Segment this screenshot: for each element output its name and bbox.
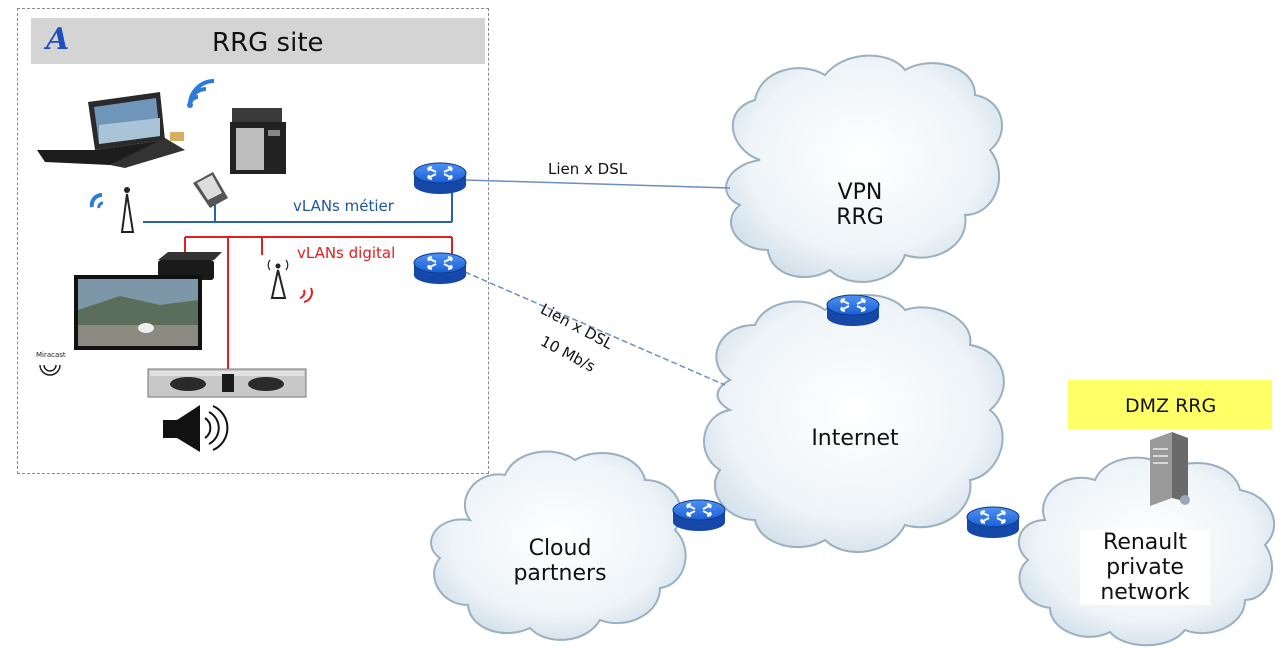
site-header bbox=[31, 18, 485, 64]
dmz-label: DMZ RRG bbox=[1125, 395, 1217, 417]
miracast-icon bbox=[36, 348, 62, 376]
renault-network-label: Renault private network bbox=[1080, 530, 1210, 605]
router-icon bbox=[826, 294, 880, 327]
cloud-partners-label: Cloud partners bbox=[513, 536, 607, 586]
vlan-metier-lines bbox=[143, 190, 453, 223]
speaker-icon bbox=[163, 405, 229, 452]
dsl-link-internet bbox=[464, 271, 726, 386]
vlan-digital-label: vLANs digital bbox=[297, 244, 396, 262]
vpn-cloud-label: VPN RRG bbox=[836, 180, 884, 230]
payment-terminal-icon bbox=[193, 172, 228, 208]
router-icon bbox=[672, 499, 726, 532]
cloud-partners-cloud bbox=[430, 450, 687, 641]
server-icon bbox=[1150, 432, 1190, 506]
amplifier-icon bbox=[147, 368, 307, 398]
dsl-link-label-top: Lien x DSL bbox=[548, 160, 628, 178]
internet-cloud bbox=[703, 294, 1005, 553]
wireless-antenna-icon bbox=[267, 259, 313, 303]
site-title: RRG site bbox=[212, 28, 324, 58]
vlan-metier-label: vLANs métier bbox=[293, 197, 394, 215]
internet-cloud-label: Internet bbox=[811, 426, 899, 451]
vpn-cloud bbox=[725, 54, 1003, 283]
laptop-icon bbox=[37, 92, 185, 168]
miracast-label: Miracast bbox=[36, 351, 66, 359]
badge-icon bbox=[170, 132, 184, 141]
dsl-link-vpn bbox=[464, 179, 731, 189]
printer-icon bbox=[230, 108, 286, 174]
dmz-box bbox=[1068, 380, 1272, 429]
rrg-site-boundary bbox=[17, 8, 489, 474]
display-screen-icon bbox=[74, 275, 202, 350]
router-icon bbox=[966, 506, 1020, 539]
alpine-logo: A bbox=[46, 22, 70, 57]
wifi-antenna-icon bbox=[89, 187, 135, 233]
